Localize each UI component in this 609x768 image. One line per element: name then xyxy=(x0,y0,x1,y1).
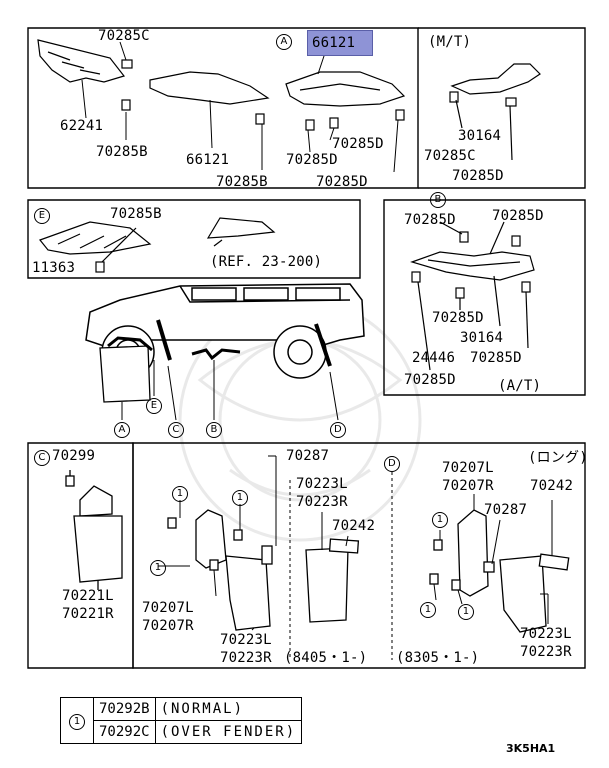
part-label[interactable]: 70285D xyxy=(316,174,368,190)
section-mt-title: (M/T) xyxy=(428,34,472,50)
part-label[interactable]: 70223L xyxy=(520,626,572,642)
date-range-label: (8305・1-) xyxy=(396,650,480,666)
table-part-cell[interactable]: 70292B xyxy=(93,697,156,721)
part-label[interactable]: 70223L xyxy=(220,632,272,648)
part-label[interactable]: 30164 xyxy=(460,330,504,346)
marker-1: 1 xyxy=(420,600,436,618)
part-label[interactable]: 70285D xyxy=(286,152,338,168)
section-b-letter: B xyxy=(430,190,446,208)
section-mt-parts xyxy=(449,63,541,161)
legend-table: 1 70292B (NORMAL) 70292C (OVER FENDER) xyxy=(60,697,303,744)
table-symbol-cell: 1 xyxy=(60,697,94,744)
part-label[interactable]: 70207L xyxy=(142,600,194,616)
callout-c: C xyxy=(168,420,184,438)
section-a-parts xyxy=(37,39,406,131)
marker-1: 1 xyxy=(458,602,474,620)
table-desc-cell: (OVER FENDER) xyxy=(154,720,303,744)
table-row: 70292C (OVER FENDER) xyxy=(61,720,303,744)
callout-e: E xyxy=(146,396,162,414)
part-label[interactable]: 70223R xyxy=(296,494,348,510)
section-b-parts xyxy=(410,221,535,371)
part-label[interactable]: 70242 xyxy=(332,518,376,534)
table-part-cell[interactable]: 70292C xyxy=(93,720,156,744)
section-e-parts xyxy=(39,217,276,273)
part-label[interactable]: 70207R xyxy=(142,618,194,634)
part-label[interactable]: 66121 xyxy=(186,152,230,168)
frame-section-e xyxy=(27,199,361,279)
part-label[interactable]: 11363 xyxy=(32,260,76,276)
part-label[interactable]: 70207R xyxy=(442,478,494,494)
part-label[interactable]: 70285D xyxy=(404,212,456,228)
part-66121-highlighted-shape xyxy=(285,71,406,107)
part-label[interactable]: 70221R xyxy=(62,606,114,622)
marker-1: 1 xyxy=(172,484,188,502)
frame-section-b xyxy=(383,199,586,396)
section-d-parts xyxy=(167,509,570,633)
part-label[interactable]: 70223R xyxy=(220,650,272,666)
part-label[interactable]: 70242 xyxy=(530,478,574,494)
part-66121-shape xyxy=(149,71,270,105)
part-label[interactable]: 62241 xyxy=(60,118,104,134)
section-b-title: (A/T) xyxy=(498,378,542,394)
reference-note: (REF. 23-200) xyxy=(210,254,323,270)
part-label[interactable]: 70285D xyxy=(404,372,456,388)
vehicle-leaders xyxy=(121,360,339,421)
callout-b: B xyxy=(206,420,222,438)
part-label[interactable]: 70285D xyxy=(432,310,484,326)
table-row: 1 70292B (NORMAL) xyxy=(60,697,303,744)
part-label[interactable]: 70287 xyxy=(286,448,330,464)
section-d-letter: D xyxy=(384,454,400,472)
part-label[interactable]: 70285D xyxy=(452,168,504,184)
marker-1: 1 xyxy=(432,510,448,528)
part-label-highlighted[interactable]: 66121 xyxy=(312,35,356,51)
part-label[interactable]: 70207L xyxy=(442,460,494,476)
section-c-parts xyxy=(65,470,123,590)
section-a-letter: A xyxy=(276,32,292,50)
marker-1: 1 xyxy=(232,488,248,506)
marker-1: 1 xyxy=(150,558,166,576)
table-desc-cell: (NORMAL) xyxy=(154,697,303,721)
part-62241-shape xyxy=(37,39,126,83)
highlight-box xyxy=(307,30,373,56)
part-label[interactable]: 30164 xyxy=(458,128,502,144)
part-label[interactable]: 70285B xyxy=(110,206,162,222)
part-label[interactable]: 70299 xyxy=(52,448,96,464)
part-label[interactable]: 70285D xyxy=(470,350,522,366)
figure-code: 3K5HA1 xyxy=(506,742,556,755)
callout-d: D xyxy=(330,420,346,438)
part-label[interactable]: 70285B xyxy=(216,174,268,190)
part-label[interactable]: 70221L xyxy=(62,588,114,604)
section-d-title: (ロング) xyxy=(528,450,588,466)
part-label[interactable]: 24446 xyxy=(412,350,456,366)
date-range-label: (8405・1-) xyxy=(284,650,368,666)
part-label[interactable]: 70223L xyxy=(296,476,348,492)
vehicle-callout-parts xyxy=(99,319,332,403)
part-label[interactable]: 70285B xyxy=(96,144,148,160)
part-label[interactable]: 70287 xyxy=(484,502,528,518)
part-label[interactable]: 70285C xyxy=(98,28,150,44)
frame-section-mt xyxy=(418,27,586,189)
part-label[interactable]: 70285D xyxy=(492,208,544,224)
section-e-letter: E xyxy=(34,206,50,224)
section-d-leaders xyxy=(158,455,553,660)
part-label[interactable]: 70285C xyxy=(424,148,476,164)
section-c-letter: C xyxy=(34,448,50,466)
part-label[interactable]: 70223R xyxy=(520,644,572,660)
vehicle-silhouette xyxy=(85,283,365,379)
frame-section-d xyxy=(132,442,586,669)
part-label[interactable]: 70285D xyxy=(332,136,384,152)
callout-a: A xyxy=(114,420,130,438)
